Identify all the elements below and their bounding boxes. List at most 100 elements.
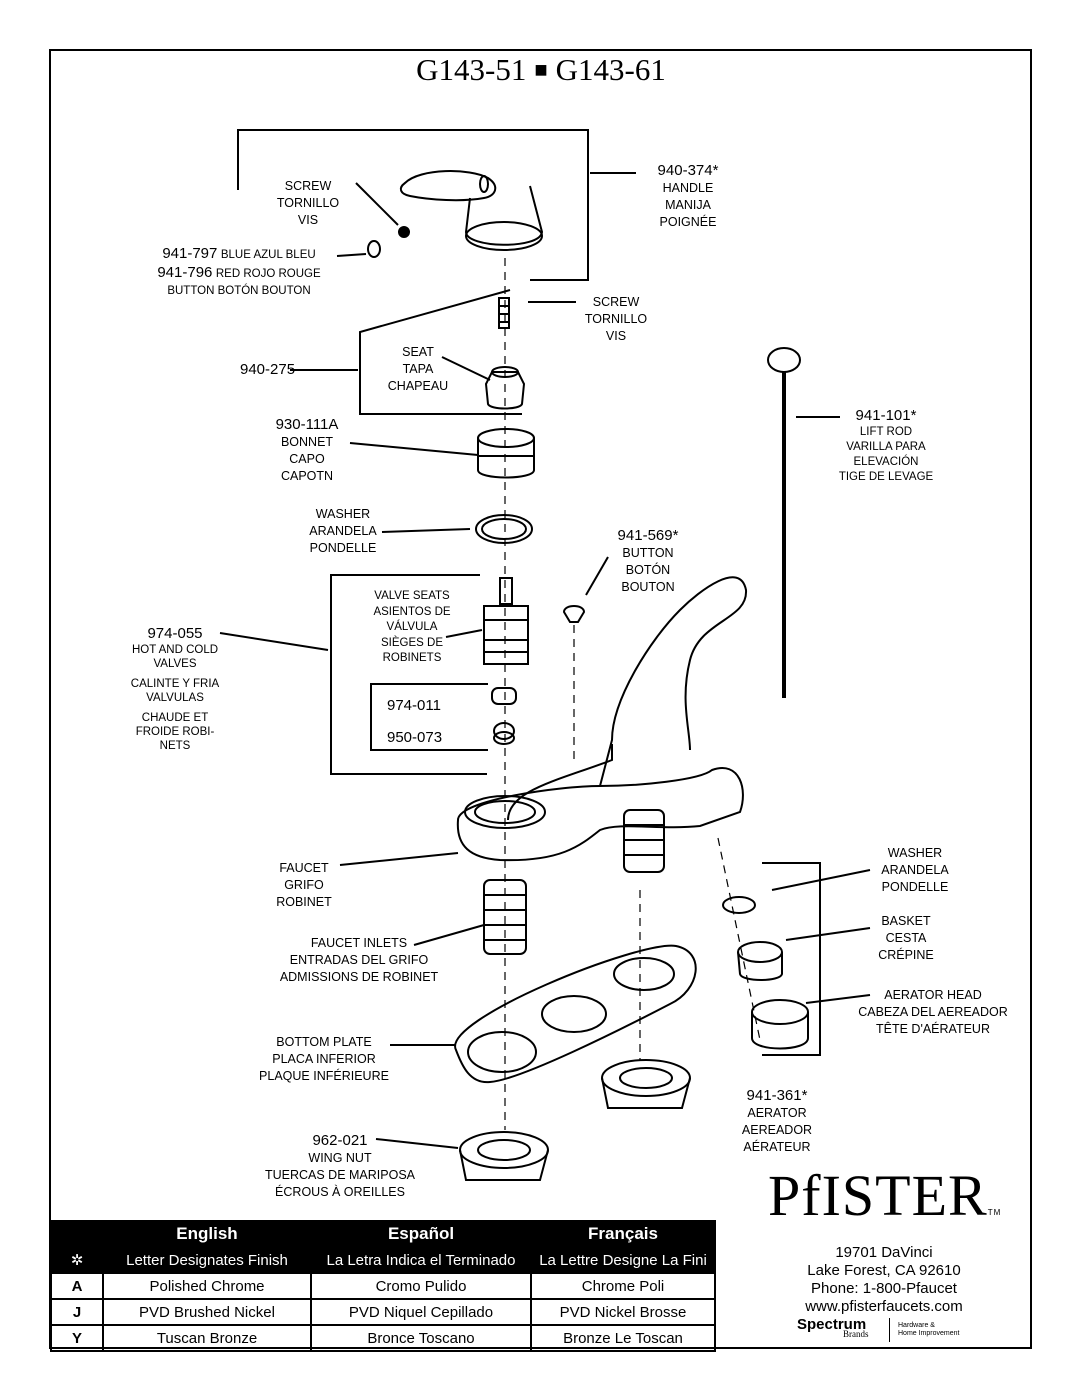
handle-part: [399, 170, 544, 251]
faucet-label: FAUCET GRIFO ROBINET: [266, 860, 342, 911]
valve-seats-fr-2: ROBINETS: [382, 652, 442, 664]
finish-subheader-en: Letter Designates Finish: [102, 1246, 312, 1274]
aerator-label: 941-361* AERATOR AEREADOR AÉRATEUR: [734, 1087, 820, 1156]
valve-cartridge-part: [483, 577, 529, 665]
screw-top-part: [398, 226, 410, 238]
aerator-head-leader: [805, 994, 871, 1004]
model-separator: ■: [534, 57, 548, 82]
valve-seats-es-1: ASIENTOS DE: [373, 605, 451, 618]
button-blue-pn: 941-797: [162, 245, 218, 262]
company-address: 19701 DaVinci Lake Forest, CA 92610 Phon…: [770, 1244, 998, 1316]
finish-header-en: English: [102, 1220, 312, 1248]
finish-fr: Bronze Le Toscan: [530, 1324, 716, 1352]
aerator-part-number: 941-361*: [746, 1087, 808, 1104]
seat-es: TAPA: [402, 362, 434, 376]
aerator-fr: AÉRATEUR: [743, 1140, 811, 1154]
spectrum-logo-text: Spectrum: [797, 1316, 867, 1333]
wing-nut-right-part: [601, 1059, 691, 1109]
valves-es-2: VALVULAS: [146, 692, 204, 704]
faucet-body-part: [456, 576, 748, 862]
website-link[interactable]: www.pfisterfaucets.com: [805, 1298, 963, 1315]
basket-en: BASKET: [881, 914, 931, 928]
model-a: G143-51: [416, 52, 527, 87]
finish-table: English Español Français ✲ Letter Design…: [50, 1220, 716, 1352]
basket-es: CESTA: [885, 931, 927, 945]
bottom-plate-part: [454, 944, 697, 1084]
button-mid-fr: BOUTON: [621, 580, 675, 594]
aerator-en: AERATOR: [747, 1106, 807, 1120]
finish-subheader-row: ✲ Letter Designates Finish La Letra Indi…: [50, 1246, 716, 1274]
finish-es: Cromo Pulido: [310, 1272, 532, 1300]
inlets-en: FAUCET INLETS: [310, 936, 408, 950]
faucet-en: FAUCET: [279, 861, 329, 875]
bottom-plate-es: PLACA INFERIOR: [272, 1052, 376, 1066]
screw-mid-en: SCREW: [592, 295, 640, 309]
finish-es: Bronce Toscano: [310, 1324, 532, 1352]
seat-insert-part-number: 974-011: [387, 697, 441, 714]
washer-aer-fr: PONDELLE: [881, 880, 949, 894]
bottom-plate-fr: PLAQUE INFÉRIEURE: [259, 1069, 389, 1083]
aerator-es: AEREADOR: [741, 1123, 813, 1137]
washer-aer-leader: [771, 869, 871, 891]
seat-label: SEAT TAPA CHAPEAU: [380, 344, 456, 395]
finish-header-row: English Español Français: [50, 1220, 716, 1248]
spectrum-tagline-1: Hardware &: [898, 1322, 935, 1329]
washer-aer-es: ARANDELA: [881, 863, 949, 877]
valve-seats-en: VALVE SEATS: [374, 590, 450, 602]
button-mid-en: BUTTON: [622, 546, 674, 560]
finish-header-fr: Français: [530, 1220, 716, 1248]
bonnet-fr: CAPOTN: [280, 469, 334, 483]
finish-subheader-fr: La Lettre Designe La Fini: [530, 1246, 716, 1274]
lift-rod-es-1: VARILLA PARA: [846, 441, 926, 453]
button-red-pn: 941-796: [157, 264, 213, 281]
screw-mid-es: TORNILLO: [584, 312, 648, 326]
wing-nut-part: [459, 1131, 549, 1181]
valves-fr-1: CHAUDE ET: [141, 712, 209, 724]
valves-en-1: HOT AND COLD: [131, 644, 219, 656]
faucet-leader: [339, 852, 459, 866]
address-line-1: 19701 DaVinci: [835, 1244, 933, 1261]
bottom-plate-en: BOTTOM PLATE: [276, 1035, 372, 1049]
spectrum-logo: Spectrum Brands: [797, 1316, 869, 1339]
inlets-label: FAUCET INLETS ENTRADAS DEL GRIFO ADMISSI…: [270, 935, 448, 986]
valve-seats-es-2: VÁLVULA: [386, 621, 438, 633]
finish-en: Tuscan Bronze: [102, 1324, 312, 1352]
handle-en: HANDLE: [662, 181, 714, 195]
button-caption: BUTTON BOTÓN BOUTON: [167, 285, 311, 297]
wing-nut-label: 962-021 WING NUT TUERCAS DE MARIPOSA ÉCR…: [250, 1132, 430, 1201]
washer-aer-en: WASHER: [887, 846, 943, 860]
button-mid-leader: [585, 556, 609, 596]
handle-es: MANIJA: [665, 198, 711, 212]
bonnet-part-number: 930-111A: [275, 416, 339, 433]
washer-top-label: WASHER ARANDELA PONDELLE: [302, 506, 384, 557]
finish-es: PVD Niquel Cepillado: [310, 1298, 532, 1326]
trademark: TM: [987, 1208, 1002, 1217]
assembly-bracket: [359, 289, 522, 415]
screw-mid-label: SCREW TORNILLO VIS: [578, 294, 654, 345]
phone-number: Phone: 1-800-Pfaucet: [811, 1280, 957, 1297]
finish-en: PVD Brushed Nickel: [102, 1298, 312, 1326]
button-mid-label: 941-569* BUTTON BOTÓN BOUTON: [606, 527, 690, 596]
finish-header-blank: [50, 1220, 104, 1248]
finish-code: A: [50, 1272, 104, 1300]
valves-part-number: 974-055: [147, 625, 203, 642]
seat-fr: CHAPEAU: [387, 379, 449, 393]
handle-part-number: 940-374*: [657, 162, 719, 179]
pfister-logo-text: PfISTER: [768, 1163, 988, 1228]
finish-fr: Chrome Poli: [530, 1272, 716, 1300]
wing-nut-fr: ÉCROUS À OREILLES: [275, 1185, 405, 1199]
address-line-2: Lake Forest, CA 92610: [807, 1262, 961, 1279]
button-label: 941-797 BLUE AZUL BLEU 941-796 RED ROJO …: [140, 245, 338, 300]
lift-rod-label: 941-101* LIFT ROD VARILLA PARA ELEVACIÓN…: [830, 407, 942, 485]
screw-mid-fr: VIS: [605, 329, 627, 343]
bonnet-en: BONNET: [280, 435, 334, 449]
lift-rod-es-2: ELEVACIÓN: [853, 456, 919, 468]
finish-subheader-es: La Letra Indica el Terminado: [310, 1246, 532, 1274]
button-mid-part: [562, 605, 586, 623]
valves-bracket: [330, 574, 487, 775]
valves-es-1: CALINTE Y FRIA: [130, 678, 220, 690]
finish-en: Polished Chrome: [102, 1272, 312, 1300]
aerator-head-label: AERATOR HEAD CABEZA DEL AEREADOR TÊTE D'…: [848, 987, 1018, 1038]
screw-top-fr: VIS: [297, 213, 319, 227]
lift-rod-part-number: 941-101*: [855, 407, 917, 424]
